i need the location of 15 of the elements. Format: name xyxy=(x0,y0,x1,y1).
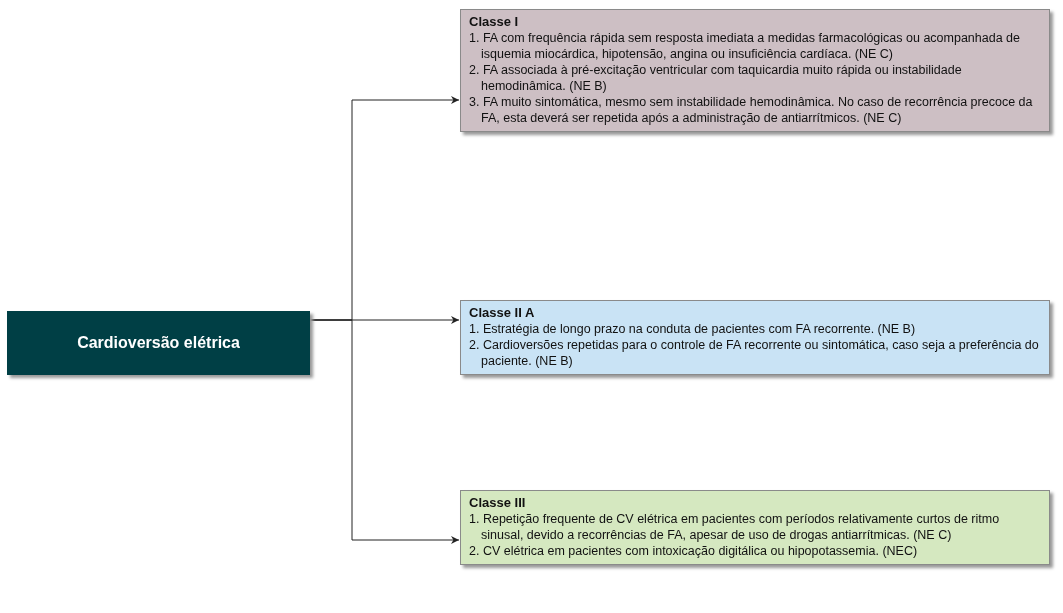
recommendation-text: 3. FA muito sintomática, mesmo sem instabilidade hemodinâmica. No caso de recorrência precoce da FA, esta deverá ser repetida após a administração de antiarrítmicos. (NE C) xyxy=(469,94,1034,126)
class-heading: Classe II A xyxy=(469,305,536,321)
connector-arrow xyxy=(309,319,460,544)
recommendation-text: 2. FA associada à pré-excitação ventricular com taquicardia muito rápida ou instabilidade hemodinâmica. (NE B) xyxy=(469,62,963,94)
recommendation-text: 2. CV elétrica em pacientes com intoxicação digitálica ou hipopotassemia. (NEC) xyxy=(469,543,919,559)
recommendation-text: 1. Repetição frequente de CV elétrica em pacientes com períodos relativamente curtos de ritmo sinusal, devido a recorrências de FA, apesar de uso de drogas antiarrítmicas. (NE C) xyxy=(469,511,1001,543)
recommendation-text: 1. Estratégia de longo prazo na conduta de pacientes com FA recorrente. (NE B) xyxy=(469,321,917,337)
class-box xyxy=(460,490,1050,565)
class-box xyxy=(460,300,1050,375)
recommendation-text: 2. Cardioversões repetidas para o controle de FA recorrente ou sintomática, caso seja a preferência do paciente. (NE B) xyxy=(469,337,1040,369)
recommendation-text: 1. FA com frequência rápida sem resposta imediata a medidas farmacológicas ou acompanhada de isquemia miocárdica, hipotensão, angina ou insuficiência cardíaca. (NE C) xyxy=(469,30,1021,62)
class-box xyxy=(460,9,1050,132)
class-heading: Classe III xyxy=(469,495,527,511)
class-heading: Classe I xyxy=(469,14,520,30)
process-box: Cardioversão elétrica xyxy=(7,311,310,375)
